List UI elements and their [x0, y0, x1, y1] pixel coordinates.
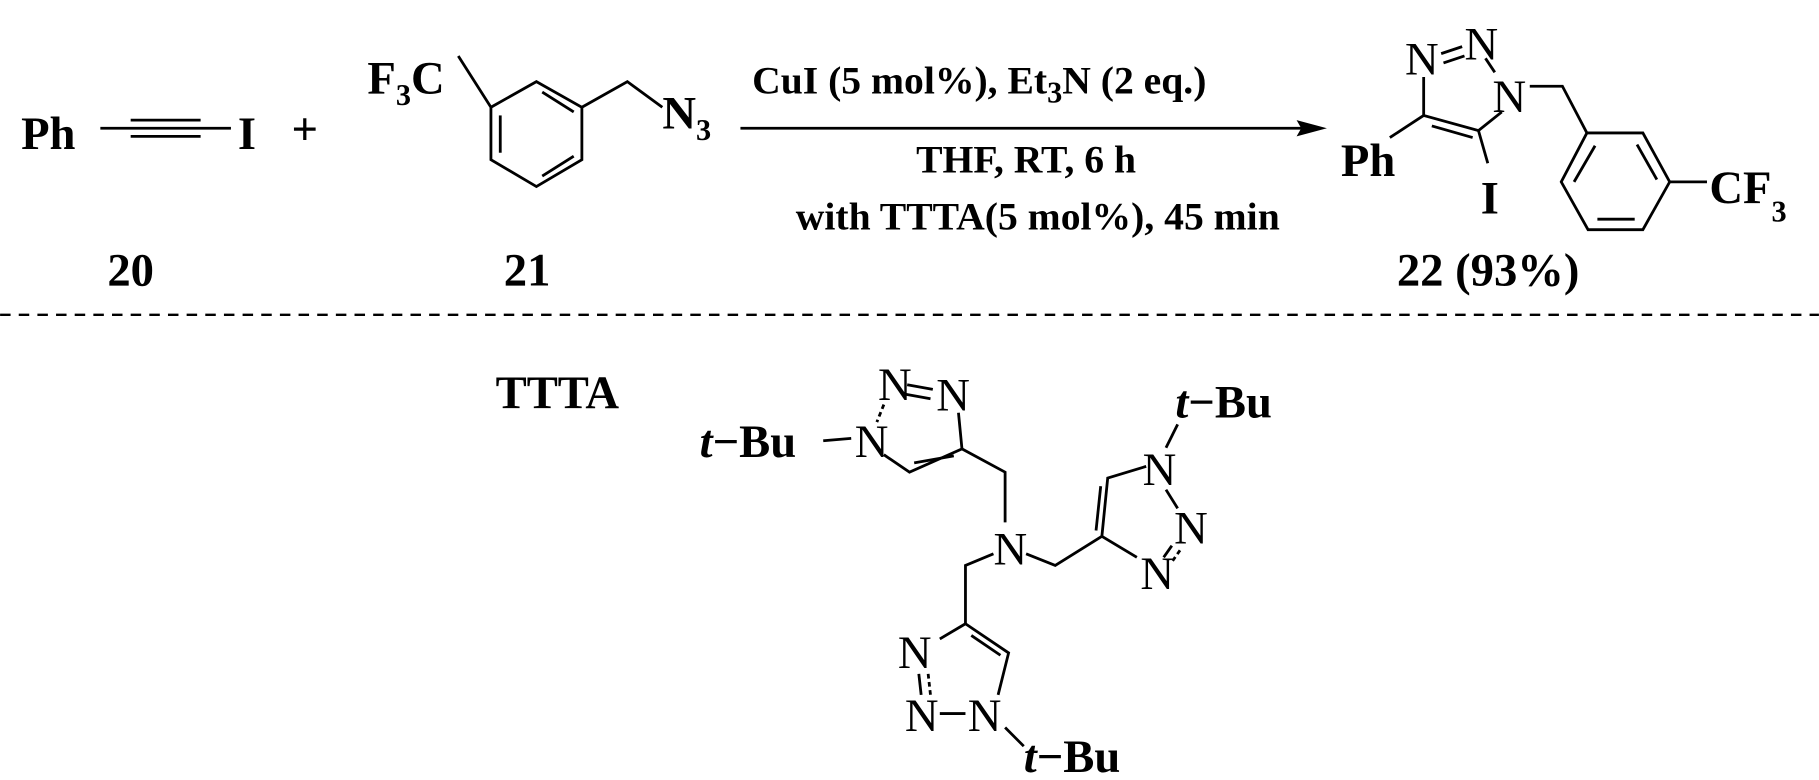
phenyl-label: Ph	[1341, 135, 1395, 187]
triazole-bonds	[1422, 76, 1503, 133]
tbu-bond	[823, 436, 852, 443]
iodine-label: I	[238, 108, 256, 160]
c-c-double-bond	[1431, 124, 1474, 139]
triazole-bonds	[964, 622, 1011, 696]
ch2-bond	[1529, 84, 1589, 134]
tbu-label: t−Bu	[1175, 376, 1272, 428]
cf3-label: F3C	[367, 52, 444, 112]
n-label: N	[855, 416, 889, 468]
tbu-bond	[1164, 423, 1179, 449]
phenyl-label: Ph	[21, 108, 75, 160]
tbu-label: t−Bu	[700, 416, 797, 468]
benzene-ring	[1559, 131, 1672, 232]
ch2-bond	[1025, 535, 1103, 568]
condition-line-2: THF, RT, 6 h	[916, 138, 1136, 182]
plus-sign: +	[292, 104, 319, 156]
c-c-double-bond	[970, 634, 1002, 657]
n3-label: N	[1405, 34, 1439, 86]
ring-double-bond	[1572, 145, 1597, 183]
n-label: N	[898, 627, 932, 679]
triazole-bonds	[883, 412, 964, 474]
n-label: N	[905, 690, 939, 742]
ch2-bond	[964, 552, 994, 624]
n-label: N	[1140, 548, 1174, 600]
reactant-20: Ph I 20	[21, 108, 256, 296]
n-n-double-bond	[906, 383, 934, 391]
product-22: N N N Ph I CF3 22 (93%)	[1341, 18, 1787, 296]
n-n-double-bond	[926, 673, 932, 696]
n-label: N	[1143, 444, 1177, 496]
compound-number-20: 20	[107, 245, 154, 297]
triazole-bonds	[1100, 465, 1147, 537]
ph-bond	[1389, 114, 1425, 139]
n-n-double-bond	[1443, 54, 1465, 65]
n-label: N	[936, 369, 970, 421]
n-n-double-bond	[917, 673, 923, 696]
n-n-bond	[1164, 488, 1179, 510]
c-i-bond	[1477, 130, 1490, 164]
n2-label: N	[1464, 18, 1498, 70]
n-n-double-bond	[1170, 549, 1182, 563]
ch2-bond	[581, 79, 664, 109]
ring-double-bond	[1635, 143, 1659, 181]
n-label: N	[968, 690, 1002, 742]
benzene-ring	[457, 55, 584, 189]
cf3-label: CF3	[1709, 162, 1786, 229]
tbu-label: t−Bu	[1024, 731, 1121, 780]
ttta-structure: TTTA t−Bu N N N N N N N t−Bu N N N	[496, 359, 1272, 780]
ch2-bond	[961, 447, 1007, 523]
n-n-bond	[875, 404, 886, 423]
compound-number-21: 21	[504, 245, 551, 297]
iodine-label: I	[1481, 172, 1499, 224]
c-c-double-bond	[913, 454, 955, 465]
ligand-name: TTTA	[496, 367, 620, 419]
n-n-bond	[1484, 57, 1496, 74]
reaction-arrow	[740, 120, 1327, 137]
condition-line-1: CuI (5 mol%), Et3N (2 eq.)	[752, 58, 1206, 109]
c-c-double-bond	[1094, 486, 1103, 531]
n-n-double-bond	[1440, 45, 1463, 55]
c-n-bond	[939, 622, 967, 641]
condition-line-3: with TTTA(5 mol%), 45 min	[796, 195, 1280, 239]
ring-double-bond	[541, 155, 575, 178]
central-n-label: N	[993, 523, 1027, 575]
n-label: N	[1174, 502, 1208, 554]
n-label: N	[878, 359, 912, 411]
tbu-bond	[1004, 726, 1025, 748]
n-n-double-bond	[904, 392, 931, 401]
reactant-21: F3C N3 21	[367, 52, 711, 296]
compound-number-22: 22 (93%)	[1397, 245, 1580, 297]
ring-double-bond	[541, 90, 575, 114]
arrowhead-icon	[1296, 120, 1327, 137]
n-n-double-bond	[1162, 544, 1173, 559]
azide-label: N3	[662, 87, 711, 147]
c-n-bond	[1101, 535, 1138, 559]
